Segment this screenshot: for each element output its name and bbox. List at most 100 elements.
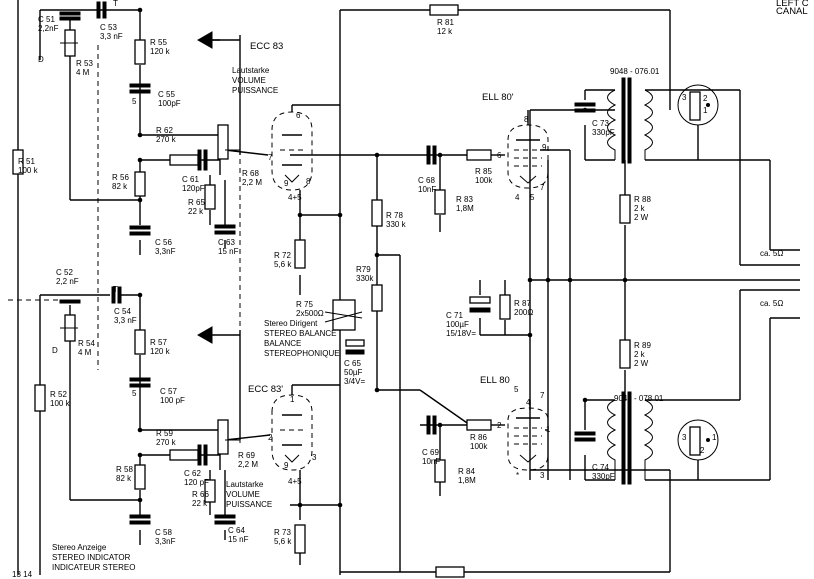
component-label-line: 15 nF bbox=[228, 535, 249, 544]
pin: 9 bbox=[284, 461, 289, 470]
capacitor-c51 bbox=[59, 11, 81, 21]
component-label-line: 270 k bbox=[156, 438, 177, 447]
component-label-line: R 72 bbox=[274, 251, 291, 260]
volume-bottom-line-1: Lautstarke bbox=[226, 480, 264, 489]
component-label-line: 3/4V= bbox=[344, 377, 365, 386]
junctions bbox=[137, 7, 628, 508]
indicator-line-2: STEREO INDICATOR bbox=[52, 553, 131, 562]
capacitor-c63 bbox=[214, 224, 236, 235]
balance-line-4: STEREOPHONIQUE bbox=[264, 349, 340, 358]
indicator-line-1: Stereo Anzeige bbox=[52, 543, 107, 552]
capacitor-c61 bbox=[197, 149, 208, 171]
component-label-line: C 69 bbox=[422, 448, 439, 457]
capacitor-c55 bbox=[129, 83, 151, 94]
component-label-line: 330k bbox=[356, 274, 374, 283]
output-label-bottom: ca. 5Ω bbox=[760, 299, 783, 308]
component-label-line: C 52 bbox=[56, 268, 73, 277]
component-label-d1: D bbox=[38, 55, 44, 64]
component-label-line: 5,6 k bbox=[274, 537, 292, 546]
capacitor-c58 bbox=[129, 514, 151, 525]
component-label-line: 2,2 M bbox=[238, 460, 258, 469]
component-label-line: C 71 bbox=[446, 311, 463, 320]
tube-label-ecc83-bottom: ECC 83' bbox=[248, 384, 283, 395]
component-label-line: 2,2 M bbox=[242, 178, 262, 187]
indicator-line-3: INDICATEUR STEREO bbox=[52, 563, 135, 572]
pin: 8 bbox=[524, 115, 529, 124]
tube-label-ecc83-top: ECC 83 bbox=[250, 41, 283, 52]
component-label-line: 22 k bbox=[188, 207, 204, 216]
resistor-r59 bbox=[169, 449, 199, 461]
component-label-line: 10nF bbox=[422, 457, 440, 466]
pin: 5 bbox=[514, 385, 519, 394]
pin: 1 bbox=[703, 106, 708, 115]
control-captions: Lautstarke VOLUME PUISSANCE Lautstarke V… bbox=[52, 66, 340, 572]
pin: 3 bbox=[540, 471, 545, 480]
tube-v3 bbox=[507, 124, 549, 189]
component-label-line: R 59 bbox=[156, 429, 173, 438]
component-label-line: R 53 bbox=[76, 59, 93, 68]
capacitor-c57 bbox=[129, 377, 151, 388]
capacitor-c64 bbox=[214, 514, 236, 525]
pin: 3 bbox=[682, 93, 687, 102]
pin: 3 bbox=[312, 453, 317, 462]
component-label-line: C 62 bbox=[184, 469, 201, 478]
component-label-line: D bbox=[38, 55, 44, 64]
output-label-top: ca. 5Ω bbox=[760, 249, 783, 258]
resistor-r51 bbox=[12, 149, 24, 175]
component-label-line: 4 M bbox=[76, 68, 90, 77]
capacitor-c62 bbox=[197, 444, 208, 466]
component-label-line: 2 k bbox=[634, 350, 646, 359]
component-label-line: 100pF bbox=[158, 99, 181, 108]
pin: 9 bbox=[284, 179, 289, 188]
resistor-r73 bbox=[294, 524, 306, 554]
component-label-line: R 75 bbox=[296, 300, 313, 309]
resistor-r79 bbox=[371, 284, 383, 312]
pin: 8 bbox=[306, 177, 311, 186]
component-label-line: C 57 bbox=[160, 387, 177, 396]
pin: 1 bbox=[712, 433, 717, 442]
component-label-line: 2x500Ω bbox=[296, 309, 324, 318]
tube-v1 bbox=[271, 111, 313, 191]
potentiometer-r69 bbox=[217, 419, 229, 455]
socket-bottom bbox=[677, 419, 719, 480]
corner-canal: CANAL bbox=[776, 6, 808, 17]
volume-top-line-1: Lautstarke bbox=[232, 66, 270, 75]
pin: 2 bbox=[268, 433, 273, 442]
component-label-line: C 61 bbox=[182, 175, 199, 184]
pin: * bbox=[516, 471, 519, 480]
component-label-line: 120 pF bbox=[184, 478, 209, 487]
component-label-line: C 65 bbox=[344, 359, 361, 368]
pin: 2 bbox=[497, 421, 502, 430]
capacitor-c69 bbox=[426, 415, 437, 435]
component-label-line: R 55 bbox=[150, 38, 167, 47]
potentiometer-r68 bbox=[217, 124, 229, 160]
component-label-line: R 62 bbox=[156, 126, 173, 135]
pin: 4 bbox=[515, 193, 520, 202]
component-label-line: 82 k bbox=[116, 474, 132, 483]
component-label-line: 270 k bbox=[156, 135, 177, 144]
transformer-bottom bbox=[607, 391, 653, 485]
component-label-d2: D bbox=[52, 346, 58, 355]
component-label-line: R 86 bbox=[470, 433, 487, 442]
corner-top: LEFT C bbox=[776, 0, 809, 9]
volume-top-line-3: PUISSANCE bbox=[232, 86, 278, 95]
socket-top bbox=[677, 84, 719, 160]
